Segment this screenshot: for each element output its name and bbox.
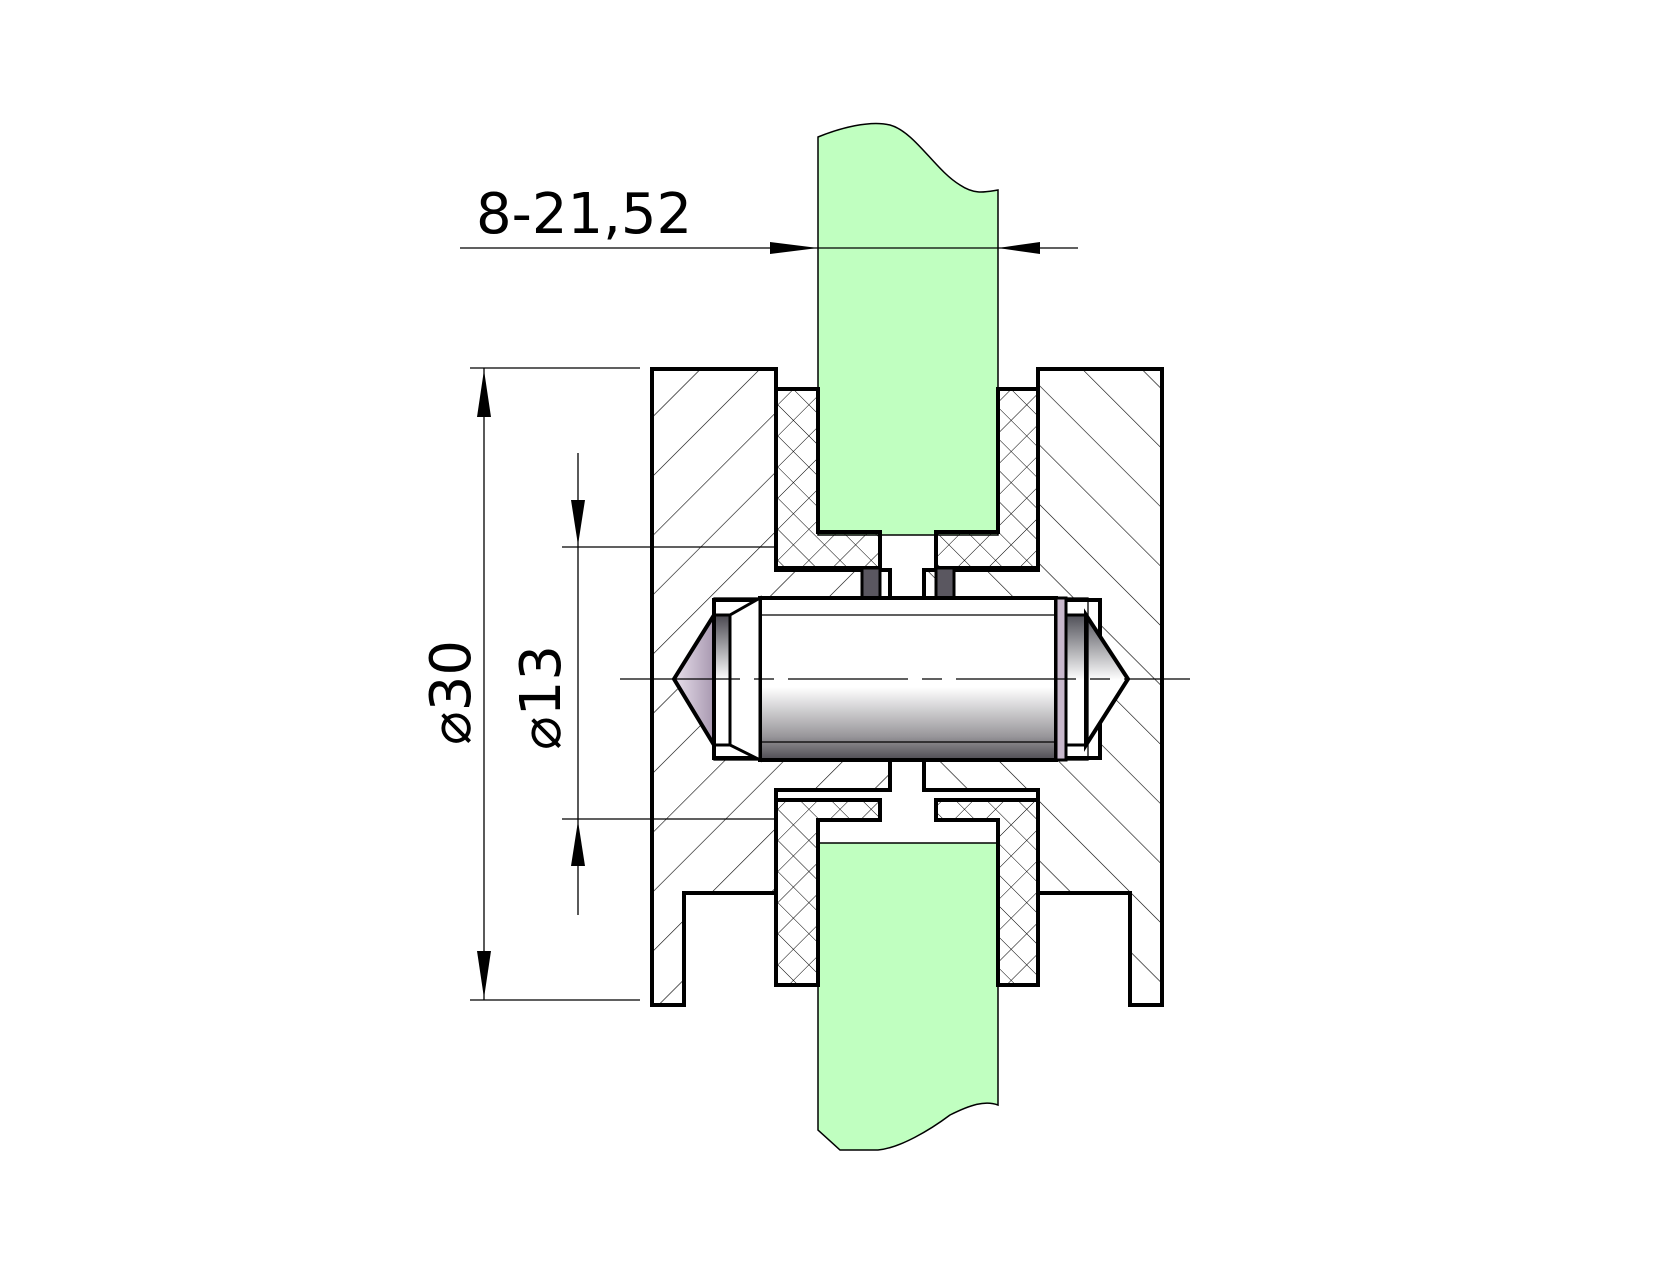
inner-diameter-value: 13 xyxy=(509,645,574,716)
dim-glass-thickness: 8-21,52 xyxy=(460,182,1078,254)
dim-glass-thickness-label: 8-21,52 xyxy=(476,182,692,247)
gasket-left xyxy=(774,387,882,570)
glass-panel-top xyxy=(817,122,999,536)
svg-text:⌀30: ⌀30 xyxy=(419,640,484,745)
outer-diameter-symbol: ⌀ xyxy=(419,711,484,745)
dim-outer-diameter: ⌀30 xyxy=(419,367,640,1001)
outer-diameter-value: 30 xyxy=(419,640,484,711)
gasket-right-lower xyxy=(934,798,1040,987)
gasket-right xyxy=(934,387,1040,570)
spacer-tl xyxy=(860,566,882,602)
glass-panel-bottom xyxy=(817,842,999,1151)
dim-inner-diameter: ⌀13 xyxy=(509,453,776,915)
gasket-left-lower xyxy=(774,798,882,987)
svg-text:⌀13: ⌀13 xyxy=(509,645,574,750)
inner-diameter-symbol: ⌀ xyxy=(509,716,574,750)
spacer-tr xyxy=(934,566,956,602)
